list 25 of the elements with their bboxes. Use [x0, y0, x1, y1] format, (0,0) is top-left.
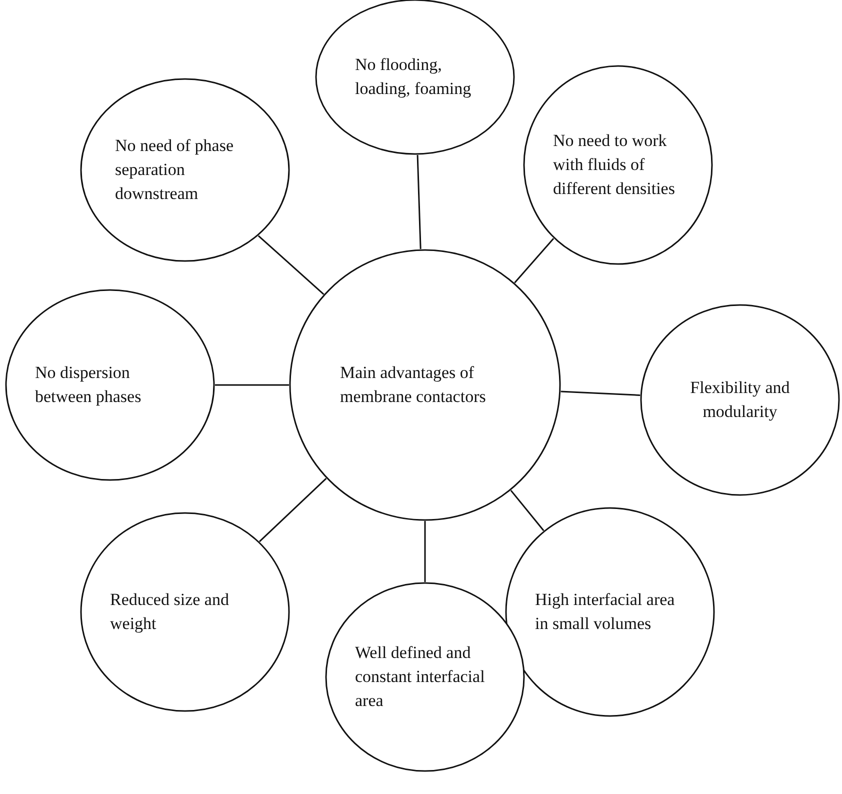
node-label: No flooding, loading, foaming	[355, 54, 472, 100]
connector-line	[258, 478, 327, 542]
connector-line	[215, 384, 289, 386]
ellipse-node	[325, 582, 525, 772]
ellipse-node	[80, 78, 290, 262]
connector-line	[560, 390, 640, 396]
node-label: High interfacial area in small volumes	[535, 589, 676, 635]
ellipse-node	[80, 512, 290, 712]
node-label: Flexibility and modularity	[689, 377, 791, 423]
ellipse-node	[5, 289, 215, 481]
connector-line	[416, 154, 422, 250]
node-label: Reduced size and weight	[110, 589, 230, 635]
connector-line	[510, 490, 544, 532]
ellipse-node	[505, 507, 715, 717]
connector-line	[258, 235, 324, 295]
ellipse-node	[640, 304, 840, 496]
node-label: Well defined and constant interfacial area	[355, 642, 486, 712]
node-label: Main advantages of membrane contactors	[340, 362, 487, 408]
node-label: No dispersion between phases	[35, 362, 142, 408]
ellipse-node	[523, 65, 713, 265]
ellipse-node	[289, 249, 561, 521]
connector-line	[514, 238, 554, 284]
connector-line	[424, 521, 426, 582]
node-label: No need to work with fluids of different densities	[553, 130, 676, 200]
node-label: No need of phase separation downstream	[115, 135, 234, 205]
